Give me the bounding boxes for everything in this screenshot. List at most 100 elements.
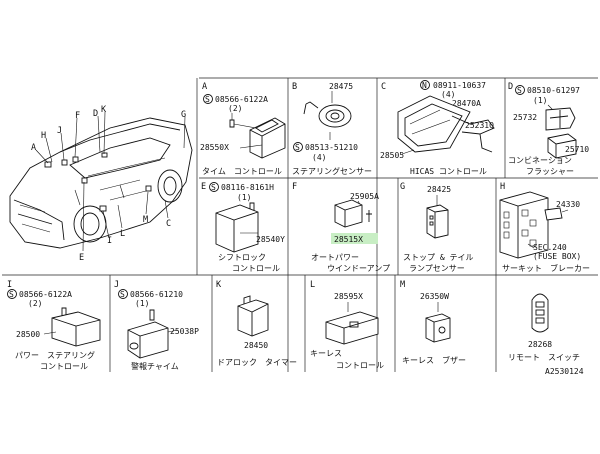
panel-f: F 25905A 28515X オートパワー ウインドーアンプ	[292, 182, 390, 273]
screw-symbol-icon	[293, 142, 303, 152]
panel-d: D S 08510-61297 (1) 25732 25710 コンビネーション…	[508, 82, 589, 176]
part-number-2: 28515X	[334, 235, 363, 244]
caption-line-2: コントロール	[40, 362, 88, 371]
panel-g: G 28425 ストップ & テイル ランプセンサー	[400, 182, 473, 273]
panel-letter: D	[508, 82, 513, 92]
part-number-1: 24330	[556, 200, 580, 209]
caption-line-2: ランプセンサー	[409, 264, 465, 273]
screw-symbol-label: S	[120, 290, 125, 299]
bolt-qty: (1)	[533, 96, 547, 105]
part-number-2: SEC.240	[533, 243, 567, 252]
panel-k: K 28450 ドアロック タイマー	[216, 280, 297, 367]
caption-line-2: フラッシャー	[526, 167, 574, 176]
part-number: 25038P	[170, 327, 199, 336]
part-caption: ステアリングセンサー	[292, 166, 372, 176]
part-caption: リモート スイッチ	[508, 353, 580, 362]
nut-qty: (4)	[441, 90, 455, 99]
caption-line-1: コンビネーション	[508, 156, 572, 165]
panel-e: E S 08116-8161H (1) 28540Y シフトロック コントロール	[201, 182, 285, 273]
part-number-1: 25732	[513, 113, 537, 122]
bolt-qty: (2)	[228, 104, 242, 113]
panel-letter: E	[201, 182, 206, 192]
panel-j: J S 08566-61210 (1) 25038P 警報チャイム	[114, 280, 199, 371]
screw-symbol-icon	[209, 182, 219, 192]
panel-h: H 24330 SEC.240 (FUSE BOX) サーキット ブレーカー	[499, 182, 590, 273]
bolt-qty: (1)	[135, 299, 149, 308]
nut-number: 08911-10637	[433, 81, 486, 90]
part-number: 28475	[329, 82, 353, 91]
part-number: 28540Y	[256, 235, 285, 244]
part-number-2: 25231Q	[465, 121, 494, 130]
caption-line-2: コントロール	[232, 264, 280, 273]
panel-letter: K	[216, 280, 222, 290]
bolt-number: 08116-8161H	[221, 183, 274, 192]
screw-symbol-label: S	[211, 183, 216, 192]
car-callout-m: M	[143, 215, 148, 225]
part-number-3: (FUSE BOX)	[533, 252, 581, 261]
screw-symbol-label: S	[9, 290, 14, 299]
screw-symbol-label: S	[295, 143, 300, 152]
part-number-1: 25905A	[350, 192, 379, 201]
panel-grid	[2, 77, 598, 372]
caption-line-2: コントロール	[336, 361, 384, 370]
caption-line-1: パワー ステアリング	[15, 350, 95, 360]
part-number: 28550X	[200, 143, 229, 152]
bolt-qty: (1)	[237, 193, 251, 202]
highlight-box	[331, 233, 378, 244]
car-callout-l: L	[120, 229, 125, 239]
car-callout-j: J	[57, 126, 62, 136]
panel-c: C N 08911-10637 (4) 28470A 25231Q 28505 …	[380, 80, 495, 176]
panel-i: I S 08566-6122A (2) 28500 パワー ステアリング コント…	[7, 280, 101, 371]
part-number: 26350W	[420, 292, 449, 301]
car-callout-k: K	[101, 105, 107, 115]
part-number-3: 28505	[380, 151, 404, 160]
part-number: 28500	[16, 330, 40, 339]
bolt-number: 08510-61297	[527, 86, 580, 95]
car-callout-h: H	[41, 131, 46, 141]
part-number: 28268	[528, 340, 552, 349]
panel-m: M 26350W キーレス ブザー	[400, 280, 466, 365]
screw-symbol-icon	[118, 289, 128, 299]
car-callout-a: A	[31, 143, 36, 153]
bolt-number: 08566-6122A	[215, 95, 268, 104]
screw-symbol-icon	[515, 85, 525, 95]
panel-a: A S 08566-6122A (2) 28550X タイム コントロール	[200, 82, 286, 176]
panel-letter: C	[381, 82, 386, 92]
nut-symbol-label: N	[422, 81, 427, 90]
bolt-qty: (2)	[28, 299, 42, 308]
nut-symbol-icon	[420, 80, 430, 90]
panel-remote: 28268 リモート スイッチ	[508, 293, 580, 362]
bolt-number: 08566-6122A	[19, 290, 72, 299]
panel-l: L 28595X キーレス コントロール	[310, 280, 384, 370]
part-number: 28425	[427, 185, 451, 194]
screw-symbol-icon	[7, 289, 17, 299]
drawing-code: A2530124	[545, 367, 584, 376]
screw-symbol-label: S	[205, 95, 210, 104]
screw-symbol-icon	[203, 94, 213, 104]
car-callout-e: E	[79, 253, 84, 263]
part-caption: タイム コントロール	[202, 167, 282, 176]
panel-letter: I	[7, 280, 12, 290]
panel-b: B 28475 S 08513-51210 (4) ステアリングセンサー	[292, 82, 372, 176]
caption-line-2: ウインドーアンプ	[327, 264, 390, 273]
caption-line-1: ストップ & テイル	[403, 253, 473, 262]
panel-letter: B	[292, 82, 297, 92]
caption-line-1: シフトロック	[218, 253, 266, 262]
car-callout-f: F	[75, 111, 80, 121]
car-overview: A H J F D K G E I L M C	[9, 105, 193, 263]
panel-letter: H	[500, 182, 505, 192]
panel-letter: M	[400, 280, 405, 290]
part-number: 28595X	[334, 292, 363, 301]
car-callout-g: G	[181, 110, 186, 120]
part-number-2: 25710	[565, 145, 589, 154]
car-callout-c: C	[166, 219, 171, 229]
bolt-number: 08566-61210	[130, 290, 183, 299]
car-callout-i: I	[107, 236, 112, 246]
panel-letter: F	[292, 182, 297, 192]
bolt-qty: (4)	[312, 153, 326, 162]
car-callout-d: D	[93, 109, 98, 119]
panel-letter: G	[400, 182, 405, 192]
part-caption: ドアロック タイマー	[217, 358, 297, 367]
part-caption: HICAS コントロール	[410, 167, 487, 176]
